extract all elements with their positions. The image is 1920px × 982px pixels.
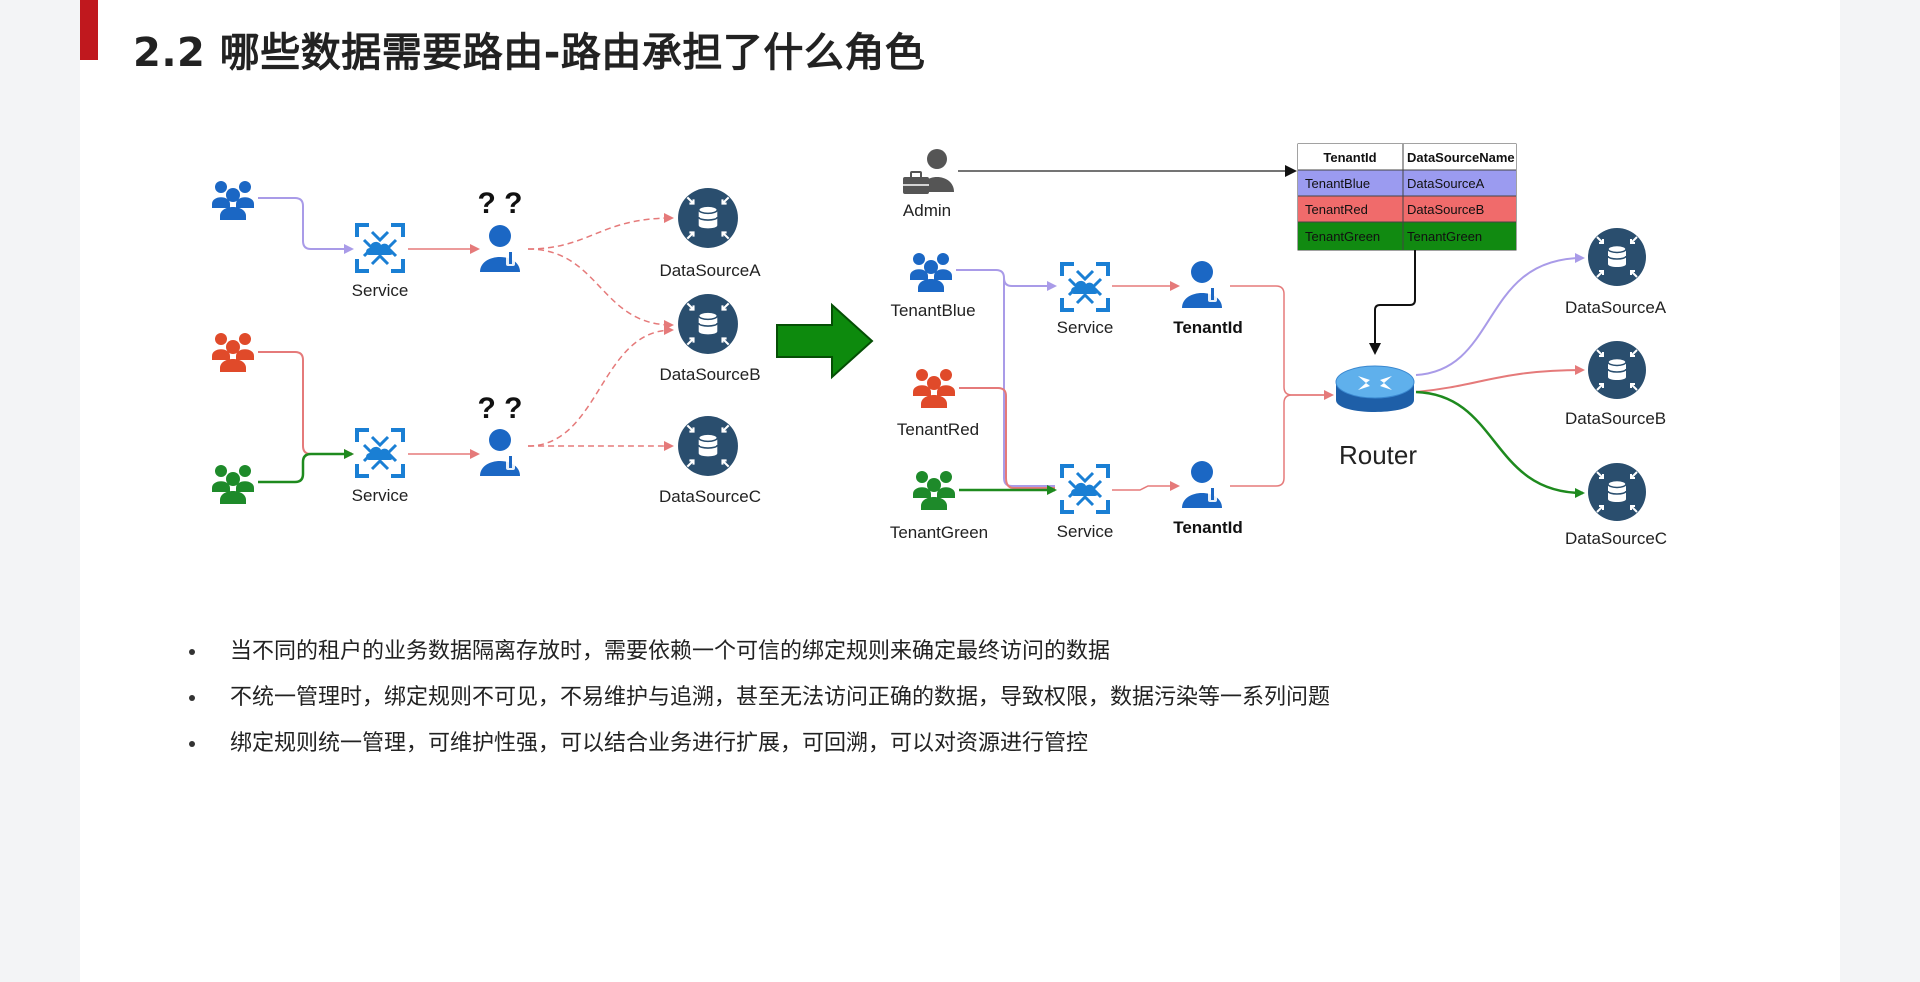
router-label: Router (1339, 440, 1417, 470)
left-line-green (258, 449, 354, 484)
datasource-label: DataSourceC (659, 487, 761, 506)
dashed-line-to-datasource-b (527, 248, 674, 330)
tenant-red-line (959, 387, 1055, 489)
datasource-label: DataSourceA (659, 261, 761, 280)
bullet-item: 不统一管理时，绑定规则不可见，不易维护与追溯，甚至无法访问正确的数据，导致权限，… (185, 684, 1330, 712)
tenant-green-icon (913, 471, 955, 510)
datasource-label: DataSourceA (1565, 298, 1667, 317)
dashed-line-to-datasource-b (527, 325, 674, 447)
tenantid-to-router-line (1230, 285, 1334, 400)
tenantid-user-icon (1182, 261, 1222, 308)
tenantid-to-router-line (1230, 394, 1332, 487)
bullet-text: 当不同的租户的业务数据隔离存放时，需要依赖一个可信的绑定规则来确定最终访问的数据 (230, 639, 1111, 664)
table-to-router-line (1369, 250, 1416, 355)
table-cell: TenantGreen (1305, 229, 1380, 244)
tenant-blue-icon (910, 253, 952, 292)
right-frame (1840, 0, 1920, 982)
admin-icon (903, 149, 954, 194)
tenant-blue-line (1003, 277, 1057, 291)
tenant-label: TenantBlue (890, 301, 975, 320)
tenant-red-icon (913, 369, 955, 408)
service-icon (355, 223, 405, 273)
datasource-icon (1587, 340, 1647, 400)
slide-title: 2.2 哪些数据需要路由-路由承担了什么角色 (133, 30, 926, 76)
tenantid-user-icon (1182, 461, 1222, 508)
service-label: Service (1057, 318, 1114, 337)
datasource-labels-clip: DataSourceA DataSourceB DataSourceC (1565, 298, 1667, 548)
user-group-icon-blue (212, 181, 254, 220)
left-line-red (258, 351, 354, 459)
service-icon (355, 428, 405, 478)
bullet-list: 当不同的租户的业务数据隔离存放时，需要依赖一个可信的绑定规则来确定最终访问的数据… (185, 638, 1330, 776)
left-frame (0, 0, 80, 982)
service-icon (1060, 262, 1110, 312)
service-to-tenantid-line (1112, 481, 1180, 491)
big-arrow-icon (776, 302, 874, 380)
router-icon (1335, 365, 1415, 412)
bullet-item: 当不同的租户的业务数据隔离存放时，需要依赖一个可信的绑定规则来确定最终访问的数据 (185, 638, 1330, 666)
admin-label: Admin (903, 201, 951, 220)
datasource-icon (1587, 462, 1647, 522)
bullet-dot (189, 649, 195, 655)
datasource-icon (1587, 227, 1647, 287)
service-icon (1060, 464, 1110, 514)
tenantid-label: TenantId (1173, 318, 1243, 337)
datasource-icon (677, 187, 739, 249)
question-marks: ? ? (478, 187, 523, 220)
bullet-dot (189, 741, 195, 747)
tenant-label: TenantRed (897, 420, 979, 439)
table-header: DataSourceName (1407, 150, 1515, 165)
table-cell: TenantRed (1305, 202, 1368, 217)
user-group-icon-red (212, 333, 254, 372)
datasource-icon (677, 293, 739, 355)
question-marks: ? ? (478, 392, 523, 425)
table-header: TenantId (1323, 150, 1376, 165)
bullet-dot (189, 695, 195, 701)
datasource-label: DataSourceB (1565, 409, 1666, 428)
table-cell: TenantBlue (1305, 176, 1370, 191)
title-accent-bar (80, 0, 98, 60)
datasource-icon (677, 415, 739, 477)
bullet-text: 绑定规则统一管理，可维护性强，可以结合业务进行扩展，可回溯，可以对资源进行管控 (230, 731, 1089, 756)
router-to-datasource-a-line (1415, 253, 1585, 376)
table-cell: DataSourceA (1407, 176, 1485, 191)
bullet-text: 不统一管理时，绑定规则不可见，不易维护与追溯，甚至无法访问正确的数据，导致权限，… (230, 685, 1331, 710)
datasource-label: DataSourceC (1565, 529, 1667, 548)
datasource-label: DataSourceB (659, 365, 760, 384)
tenant-mapping-table: TenantId DataSourceName TenantBlue DataS… (1297, 143, 1517, 251)
bullet-item: 绑定规则统一管理，可维护性强，可以结合业务进行扩展，可回溯，可以对资源进行管控 (185, 730, 1330, 758)
tenantid-label: TenantId (1173, 518, 1243, 537)
tenant-label: TenantGreen (890, 523, 988, 542)
user-icon (480, 225, 520, 272)
dashed-line-to-datasource-a (527, 213, 674, 250)
left-line-blue (258, 197, 354, 254)
table-cell: TenantGreen (1407, 229, 1482, 244)
user-group-icon-green (212, 465, 254, 504)
router-to-datasource-b-line (1415, 365, 1585, 393)
user-icon (480, 429, 520, 476)
service-label: Service (1057, 522, 1114, 541)
service-label: Service (352, 486, 409, 505)
service-label: Service (352, 281, 409, 300)
router-to-datasource-c-line (1415, 390, 1585, 498)
table-cell: DataSourceB (1407, 202, 1484, 217)
